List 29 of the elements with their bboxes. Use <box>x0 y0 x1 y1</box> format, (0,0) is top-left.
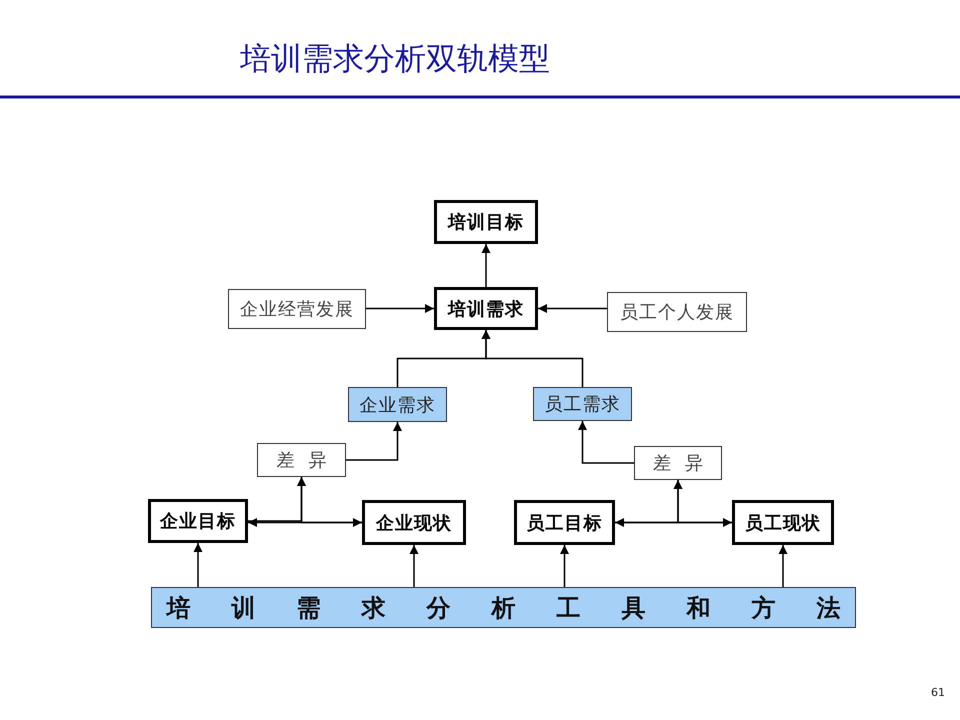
factor-box: 差异 <box>257 443 346 477</box>
factor-box: 员工个人发展 <box>607 292 747 332</box>
arrow <box>410 545 418 587</box>
arrow <box>560 545 569 587</box>
double-arrow <box>248 518 362 527</box>
process-box: 企业目标 <box>148 499 248 543</box>
arrow <box>538 304 607 313</box>
process-box: 员工目标 <box>514 500 615 545</box>
arrow <box>482 244 490 287</box>
process-box: 企业现状 <box>362 500 466 545</box>
arrow <box>297 477 362 524</box>
page-number: 61 <box>931 686 945 699</box>
factor-box: 企业经营发展 <box>228 289 366 329</box>
double-arrow <box>615 518 732 527</box>
title: 培训需求分析双轨模型 <box>240 40 550 79</box>
process-box: 培训需求 <box>434 287 538 330</box>
method-bar: 培训需求分析工具和方法 <box>151 587 856 628</box>
process-box: 培训目标 <box>434 200 538 244</box>
arrow <box>482 330 584 387</box>
arrow <box>674 480 732 524</box>
arrow <box>778 545 788 587</box>
factor-box: 差异 <box>634 446 722 480</box>
arrow <box>346 422 402 461</box>
demand-box: 企业需求 <box>348 387 447 422</box>
arrow <box>578 421 634 464</box>
arrow <box>366 304 434 313</box>
demand-box: 员工需求 <box>533 387 632 421</box>
process-box: 员工现状 <box>732 500 834 545</box>
arrow <box>194 543 202 587</box>
